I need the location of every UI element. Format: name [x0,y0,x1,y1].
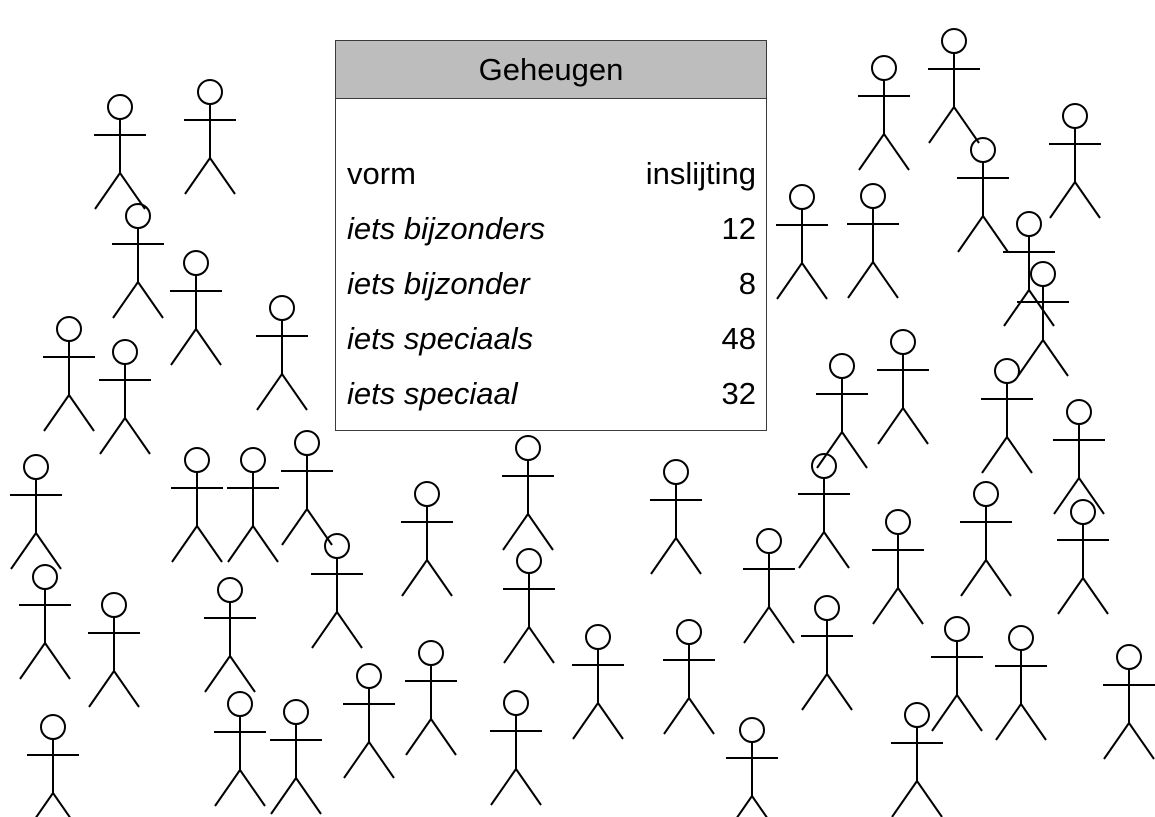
table-row: iets bijzonder 8 [347,266,756,321]
stick-figure-icon [1053,399,1105,515]
stick-figure-icon [872,509,924,625]
stick-figure-icon [204,577,256,693]
stick-figure-icon [663,619,715,735]
table-row: iets speciaals 48 [347,321,756,376]
stick-figure-icon [27,714,79,817]
stick-figure-icon [227,447,279,563]
memory-title: Geheugen [336,41,766,99]
stick-figure-icon [995,625,1047,741]
count-cell: 8 [738,266,756,301]
form-cell: iets bijzonder [347,266,530,301]
stick-figure-icon [401,481,453,597]
stick-figure-icon [405,640,457,756]
stick-figure-icon [170,250,222,366]
form-cell: iets speciaal [347,376,518,411]
stick-figure-icon [776,184,828,300]
stick-figure-icon [816,353,868,469]
stick-figure-icon [572,624,624,740]
stick-figure-icon [928,28,980,144]
stick-figure-icon [311,533,363,649]
form-cell: iets bijzonders [347,211,546,246]
stick-figure-icon [726,717,778,817]
stick-figure-icon [960,481,1012,597]
stick-figure-icon [502,435,554,551]
stick-figure-icon [10,454,62,570]
stick-figure-icon [270,699,322,815]
stick-figure-icon [931,616,983,732]
stick-figure-icon [1103,644,1155,760]
stick-figure-icon [798,453,850,569]
stick-figure-icon [99,339,151,455]
table-header-row: vorm inslijting [347,156,756,211]
stick-figure-icon [19,564,71,680]
stick-figure-icon [650,459,702,575]
form-cell: iets speciaals [347,321,534,356]
stick-figure-icon [214,691,266,807]
stick-figure-icon [1003,211,1055,327]
stick-figure-icon [112,203,164,319]
stick-figure-icon [877,329,929,445]
count-cell: 12 [721,211,756,246]
column-header-count: inslijting [645,156,756,191]
stick-figure-icon [503,548,555,664]
stick-figure-icon [1049,103,1101,219]
count-cell: 32 [721,376,756,411]
stick-figure-icon [184,79,236,195]
stick-figure-icon [847,183,899,299]
stick-figure-icon [981,358,1033,474]
memory-panel: Geheugen vorm inslijting iets bijzonders… [335,40,767,431]
memory-table: vorm inslijting iets bijzonders 12 iets … [347,156,756,431]
stick-figure-icon [858,55,910,171]
stick-figure-icon [281,430,333,546]
stick-figure-icon [1017,261,1069,377]
table-row: iets speciaal 32 [347,376,756,431]
stick-figure-icon [490,690,542,806]
stick-figure-icon [256,295,308,411]
table-row: iets bijzonders 12 [347,211,756,266]
count-cell: 48 [721,321,756,356]
stick-figure-icon [171,447,223,563]
stick-figure-icon [88,592,140,708]
stick-figure-icon [957,137,1009,253]
stick-figure-icon [43,316,95,432]
stick-figure-icon [343,663,395,779]
stick-figure-icon [94,94,146,210]
stick-figure-icon [891,702,943,817]
stick-figure-icon [801,595,853,711]
stick-figure-icon [1057,499,1109,615]
column-header-form: vorm [347,156,416,191]
stick-figure-icon [743,528,795,644]
